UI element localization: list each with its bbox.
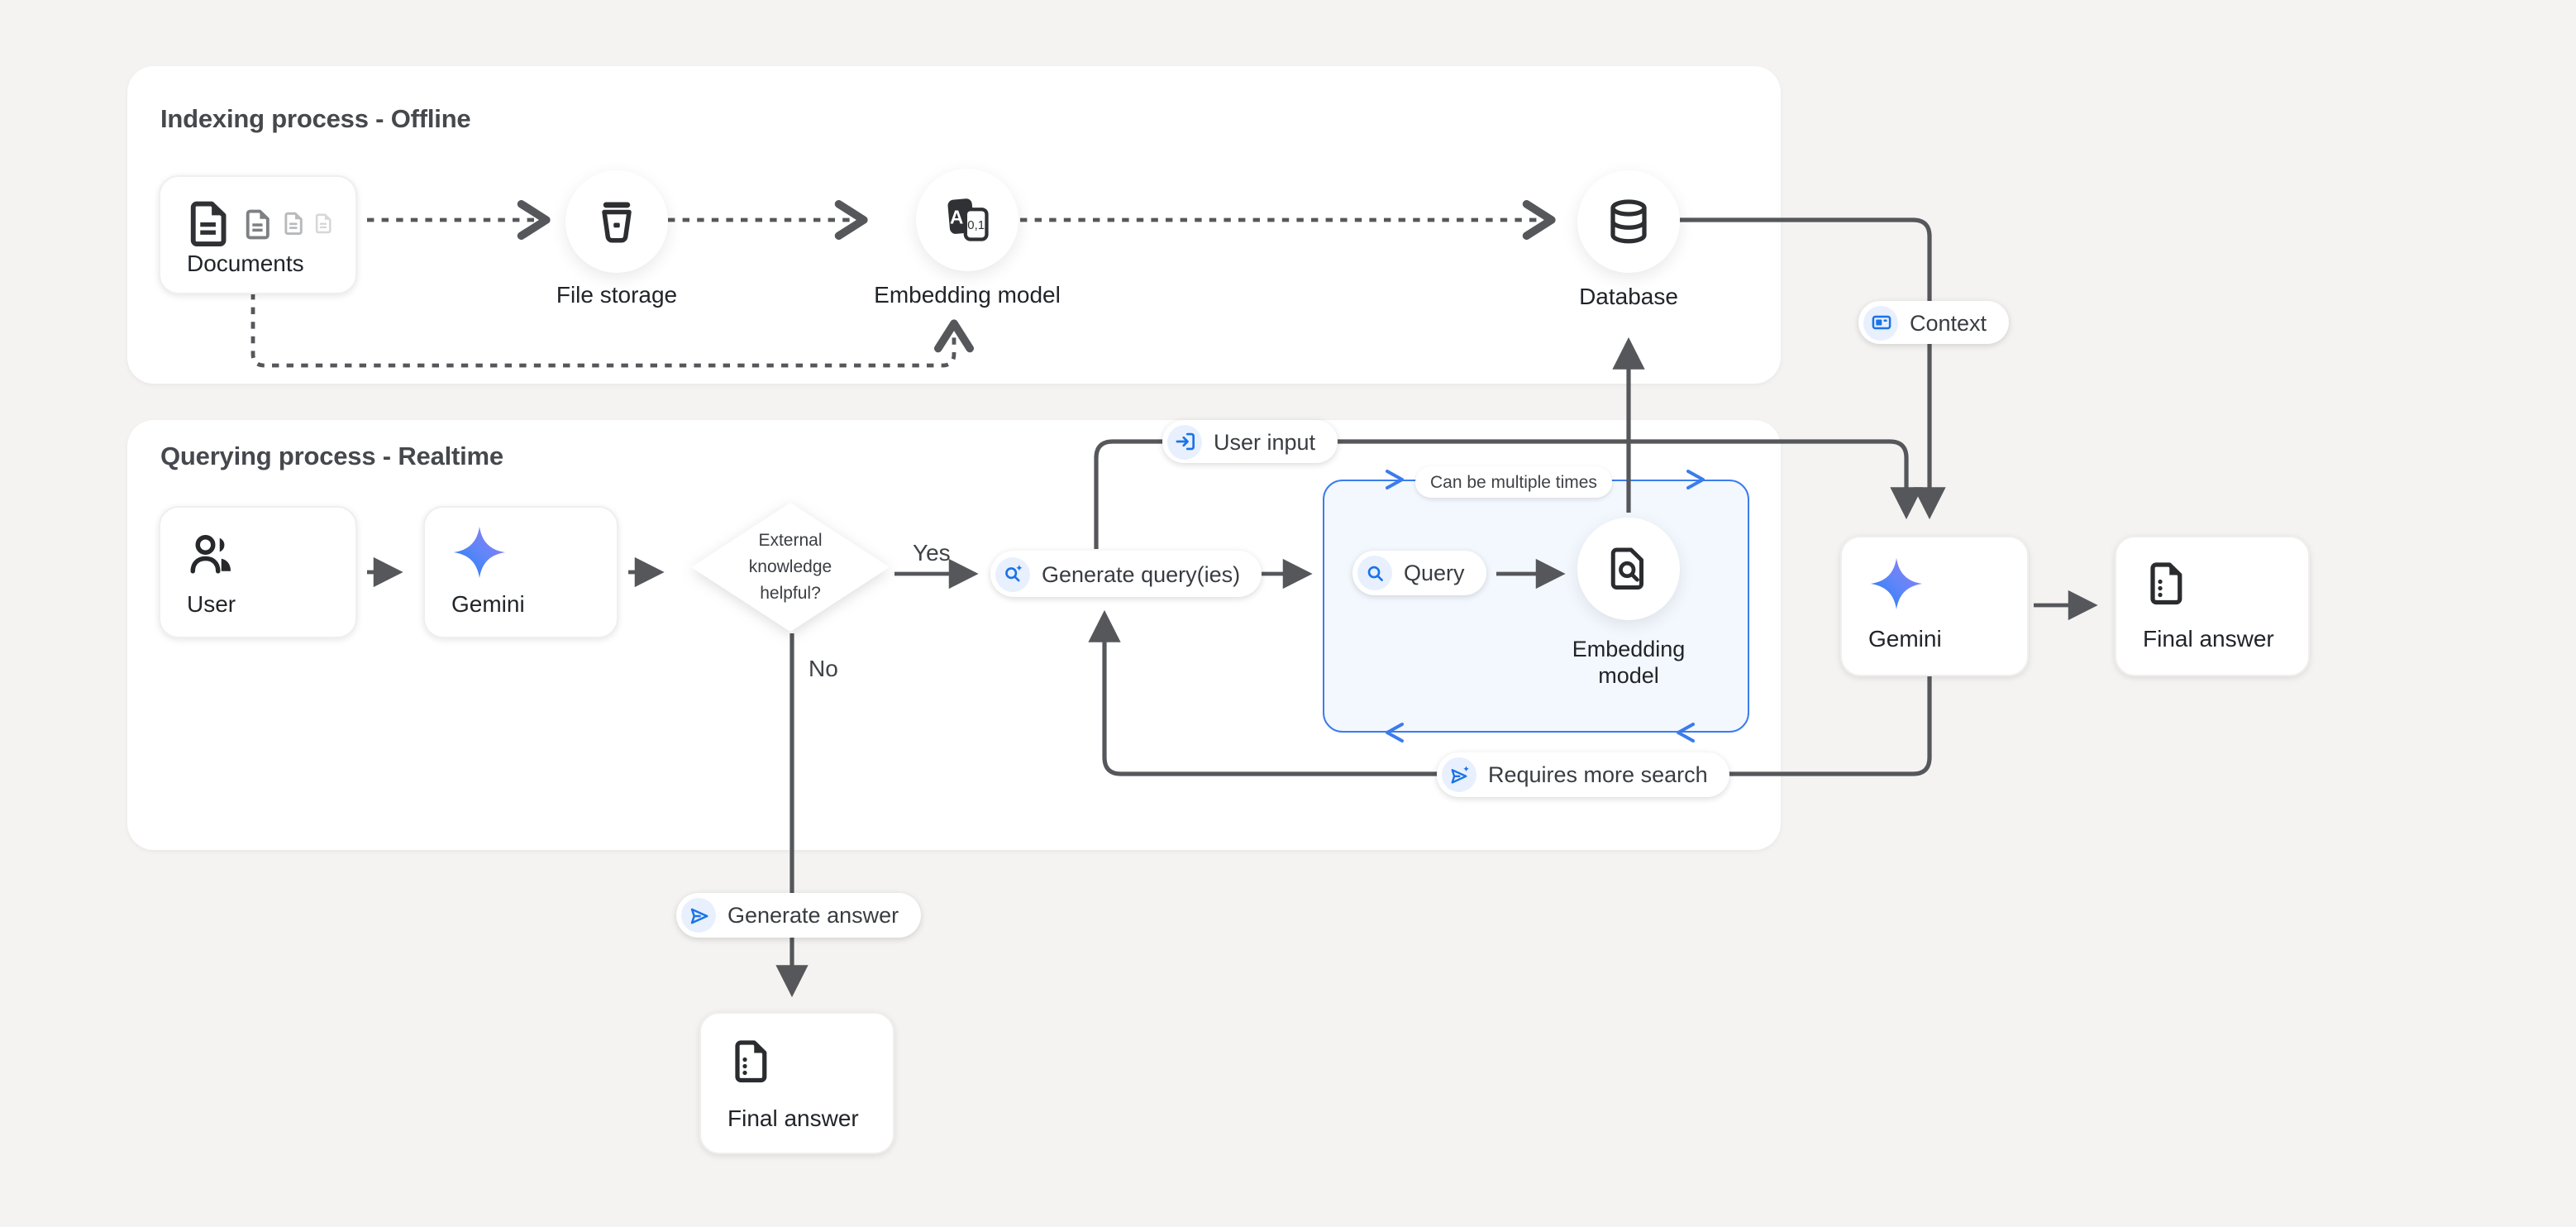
embedding-model-node: A 0,1 <box>916 169 1018 271</box>
output-gemini-label: Gemini <box>1868 625 1942 652</box>
final-answer-node-right: Final answer <box>2115 536 2310 676</box>
gemini-icon <box>1870 557 1923 610</box>
user-input-label: User input <box>1214 429 1316 454</box>
generate-answer-label: Generate answer <box>727 903 899 928</box>
query-embedding-model-label: Embedding model <box>1572 637 1686 689</box>
embedding-model-icon: A 0,1 <box>947 198 989 241</box>
decision-node: External knowledge helpful? <box>691 503 890 632</box>
login-icon <box>1167 424 1202 459</box>
context-label: Context <box>1910 310 1987 335</box>
final-answer-doc-icon <box>735 1040 767 1083</box>
final-answer-node-bottom: Final answer <box>699 1012 894 1154</box>
generate-answer-pill: Generate answer <box>676 893 921 938</box>
svg-text:A: A <box>950 206 963 227</box>
file-search-icon <box>1610 547 1643 590</box>
search-sparkle-icon <box>995 556 1030 591</box>
final-answer-label-bottom: Final answer <box>727 1105 859 1131</box>
gemini-label: Gemini <box>451 590 525 617</box>
documents-node: Documents <box>159 175 357 294</box>
yes-label: Yes <box>913 539 951 566</box>
generate-query-label: Generate query(ies) <box>1042 561 1241 586</box>
user-label: User <box>187 590 236 617</box>
database-label: Database <box>1579 283 1678 309</box>
requires-more-search-pill: Requires more search <box>1437 752 1729 797</box>
search-icon <box>1357 556 1392 590</box>
send-sparkle-icon <box>1442 757 1476 792</box>
query-label: Query <box>1404 561 1465 585</box>
embedding-model-label: Embedding model <box>874 281 1061 308</box>
requires-more-search-label: Requires more search <box>1488 762 1708 787</box>
retrieval-loop-box <box>1323 480 1749 733</box>
final-answer-label-right: Final answer <box>2143 625 2274 652</box>
context-card-icon <box>1863 305 1898 340</box>
bucket-icon <box>602 202 632 243</box>
decision-label: External knowledge helpful? <box>748 530 832 604</box>
output-gemini-node: Gemini <box>1840 536 2029 676</box>
generate-query-pill: Generate query(ies) <box>990 551 1262 597</box>
user-input-pill: User input <box>1162 420 1338 463</box>
file-storage-label: File storage <box>556 281 678 308</box>
file-storage-node <box>565 170 668 273</box>
user-icon <box>190 534 231 574</box>
documents-label: Documents <box>187 250 304 276</box>
documents-icon <box>184 197 336 250</box>
loop-note-pill: Can be multiple times <box>1415 466 1612 498</box>
querying-section-title: Querying process - Realtime <box>160 443 503 471</box>
final-answer-doc-icon <box>2150 562 2182 605</box>
gemini-node: Gemini <box>423 506 618 638</box>
indexing-section-title: Indexing process - Offline <box>160 106 471 134</box>
database-icon <box>1610 199 1647 244</box>
database-node <box>1577 170 1680 273</box>
query-pill: Query <box>1352 551 1486 595</box>
svg-text:0,1: 0,1 <box>967 218 985 232</box>
query-embedding-model-node <box>1577 518 1680 620</box>
no-label: No <box>809 655 838 681</box>
loop-note-label: Can be multiple times <box>1430 472 1597 492</box>
context-pill: Context <box>1858 301 2009 344</box>
user-node: User <box>159 506 357 638</box>
send-icon <box>681 898 716 933</box>
gemini-icon <box>453 526 506 579</box>
